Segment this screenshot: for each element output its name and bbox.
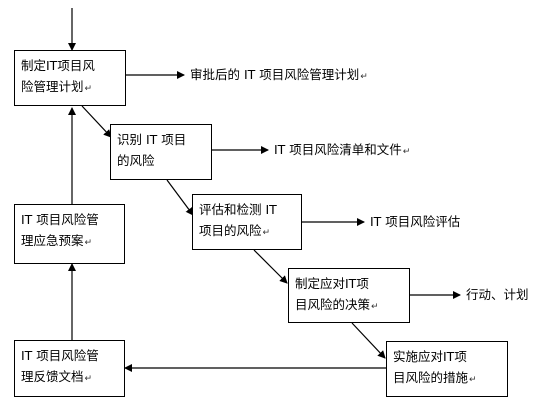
paragraph-mark: ↵ — [84, 374, 93, 384]
output-risk-assessment: IT 项目风险评估 — [370, 214, 461, 229]
paragraph-mark: ↵ — [402, 147, 411, 157]
box-line: 制定IT项目风 — [21, 58, 95, 73]
output-risk-list: IT 项目风险清单和文件↵ — [274, 142, 411, 157]
box-make-risk-plan: 制定IT项目风 险管理计划↵ — [14, 50, 126, 106]
box-line: IT 项目风险管 — [21, 348, 99, 363]
paragraph-mark: ↵ — [84, 84, 93, 94]
box-line: 识别 IT 项目 — [117, 132, 187, 147]
box-decide-response: 制定应对IT项 目风险的决策↵ — [288, 268, 410, 323]
box-line: 理应急预案↵ — [21, 233, 93, 248]
box-line: 目风险的措施↵ — [393, 370, 477, 385]
box-line: 制定应对IT项 — [295, 276, 369, 291]
box-assess-risks: 评估和检测 IT 项目的风险↵ — [192, 194, 302, 250]
box-identify-risks: 识别 IT 项目 的风险 — [110, 124, 212, 180]
paragraph-mark: ↵ — [360, 72, 368, 82]
plan-to-identify-arrow — [81, 105, 112, 138]
identify-to-assess-arrow — [166, 179, 194, 216]
box-line: 项目的风险↵ — [199, 223, 271, 238]
box-line: 目风险的决策↵ — [295, 297, 379, 312]
box-line: 实施应对IT项 — [393, 349, 467, 364]
paragraph-mark: ↵ — [371, 302, 379, 312]
output-approved-plan: 审批后的 IT 项目风险管理计划↵ — [190, 67, 368, 82]
output-actions-plans: 行动、计划 — [466, 287, 529, 302]
box-line: 评估和检测 IT — [199, 202, 277, 217]
assess-to-decide-arrow — [253, 249, 288, 284]
box-implement-measures: 实施应对IT项 目风险的措施↵ — [386, 341, 508, 397]
paragraph-mark: ↵ — [262, 228, 271, 238]
decide-to-implement-arrow — [351, 322, 386, 359]
box-line: 理反馈文档↵ — [21, 369, 93, 384]
box-line: IT 项目风险管 — [21, 212, 99, 227]
paragraph-mark: ↵ — [469, 375, 477, 385]
box-line: 险管理计划↵ — [21, 79, 93, 94]
paragraph-mark: ↵ — [84, 238, 93, 248]
box-feedback-document: IT 项目风险管 理反馈文档↵ — [14, 340, 125, 397]
box-line: 的风险 — [117, 153, 155, 168]
box-emergency-plan: IT 项目风险管 理应急预案↵ — [14, 204, 125, 264]
